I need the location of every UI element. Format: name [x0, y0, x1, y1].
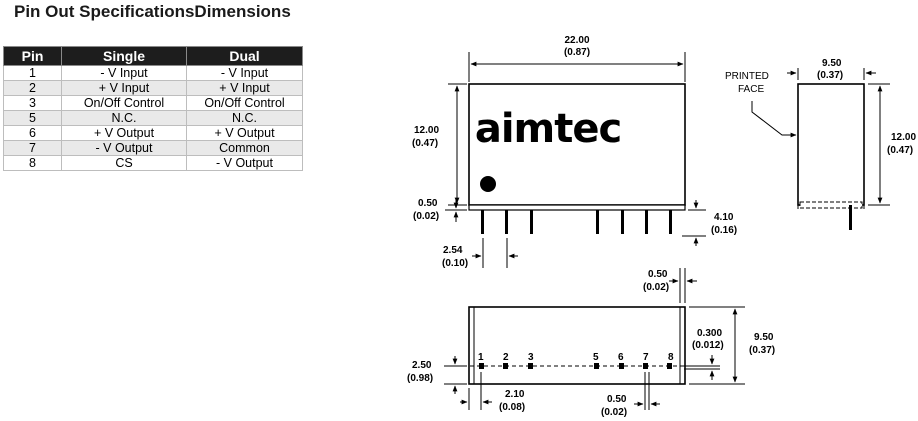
height-in-label: (0.47) — [412, 138, 438, 149]
pin-number-8: 8 — [668, 352, 674, 363]
pin-number-6: 6 — [618, 352, 624, 363]
side-view-pin — [849, 205, 852, 230]
side-height-mm-label: 12.00 — [891, 132, 916, 143]
side-view-body — [797, 83, 865, 206]
printed-face-label-line1: PRINTED — [725, 71, 769, 82]
pin-number-2: 2 — [503, 352, 509, 363]
dual-cell: Common — [186, 140, 303, 156]
column-header-single: Single — [61, 46, 187, 66]
length-in-label: (0.87) — [564, 47, 590, 58]
bottom-view-pins — [479, 363, 672, 369]
pitch-in-label: (0.10) — [442, 258, 468, 269]
single-cell: On/Off Control — [61, 95, 187, 111]
table-header-row: Pin Single Dual — [3, 46, 303, 66]
column-header-pin: Pin — [3, 46, 62, 66]
wall-mm-label: 0.50 — [648, 269, 668, 280]
dual-cell: - V Output — [186, 155, 303, 171]
pin-width-in-label: (0.02) — [601, 407, 627, 418]
side-width-mm-label: 9.50 — [822, 58, 842, 69]
row-offset-mm-label: 2.50 — [412, 360, 432, 371]
pin1-marker-dot — [480, 176, 496, 192]
dual-cell: - V Input — [186, 65, 303, 81]
pin-cell: 7 — [3, 140, 62, 156]
pin-cell: 8 — [3, 155, 62, 171]
pin-number-1: 1 — [478, 352, 484, 363]
edge-mm-label: 2.10 — [505, 389, 525, 400]
dual-cell: + V Output — [186, 125, 303, 141]
single-cell: N.C. — [61, 110, 187, 126]
depth-in-label: (0.37) — [749, 345, 775, 356]
pin-number-3: 3 — [528, 352, 534, 363]
page-heading: Pin Out SpecificationsDimensions — [14, 2, 291, 21]
single-cell: - V Input — [61, 65, 187, 81]
brand-logo: aimtec — [475, 106, 621, 152]
bottom-view-body — [468, 306, 686, 385]
table-row: 1- V Input- V Input — [3, 65, 303, 81]
pin-cell: 5 — [3, 110, 62, 126]
single-cell: + V Output — [61, 125, 187, 141]
pin-number-7: 7 — [643, 352, 649, 363]
length-mm-label: 22.00 — [564, 35, 589, 46]
side-width-in-label: (0.37) — [817, 70, 843, 81]
pin-number-5: 5 — [593, 352, 599, 363]
pin-width-mm-label: 0.50 — [607, 394, 627, 405]
column-header-dual: Dual — [186, 46, 303, 66]
standoff-mm-label: 0.50 — [418, 198, 438, 209]
single-cell: - V Output — [61, 140, 187, 156]
standoff-in-label: (0.02) — [413, 211, 439, 222]
pin-cell: 6 — [3, 125, 62, 141]
side-height-in-label: (0.47) — [887, 145, 913, 156]
height-mm-label: 12.00 — [414, 125, 439, 136]
side-view-base — [799, 201, 863, 209]
pin-length-in-label: (0.16) — [711, 225, 737, 236]
printed-face-label-line2: FACE — [738, 84, 764, 95]
depth-mm-label: 9.50 — [754, 332, 774, 343]
pin-number-labels: 1 2 3 5 6 7 8 — [478, 352, 674, 363]
front-view-pins — [481, 210, 672, 234]
pin-length-mm-label: 4.10 — [714, 212, 734, 223]
table-row: 6+ V Output+ V Output — [3, 125, 303, 141]
row-offset-in-label: (0.98) — [407, 373, 433, 384]
dual-cell: On/Off Control — [186, 95, 303, 111]
edge-in-label: (0.08) — [499, 402, 525, 413]
front-view-standoff — [468, 204, 686, 211]
pin-row-mm-label: 0.300 — [697, 328, 722, 339]
wall-in-label: (0.02) — [643, 282, 669, 293]
pitch-mm-label: 2.54 — [443, 245, 463, 256]
pin-cell: 3 — [3, 95, 62, 111]
pin-row-in-label: (0.012) — [692, 340, 724, 351]
